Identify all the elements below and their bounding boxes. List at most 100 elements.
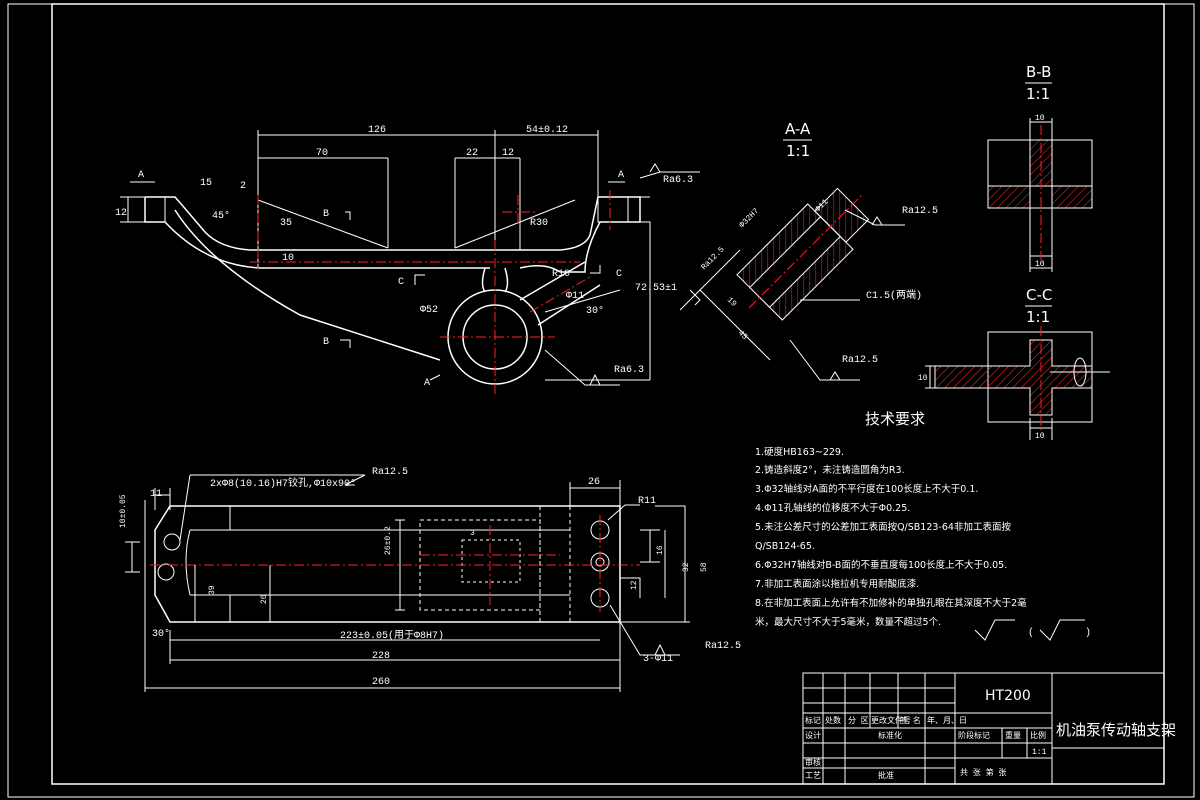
label-c2: C — [616, 269, 622, 280]
dim-45deg: 45° — [212, 210, 230, 222]
aa-c15: C1.5(两端) — [866, 288, 922, 302]
plan-d30deg: 30° — [152, 628, 170, 640]
plan-d10: 10±0.05 — [119, 494, 128, 528]
roughness-symbol — [974, 619, 1015, 641]
dim-54: 54±0.12 — [526, 125, 568, 136]
tb-qty: 处数 — [825, 715, 841, 726]
section-aa-label: A-A — [785, 120, 811, 138]
plan-holes: 3-Φ11 — [643, 654, 673, 665]
ra-6-3-bottom: Ra6.3 — [614, 365, 644, 376]
tech-item-7: 7.非加工表面涂以拖拉机专用耐酸底漆. — [755, 578, 919, 590]
tb-std: 标准化 — [878, 730, 902, 741]
plan-d16: 16 — [656, 545, 665, 555]
tb-date: 年、月、日 — [927, 715, 967, 726]
tb-review: 审核 — [805, 757, 821, 768]
section-cc-label: C-C — [1026, 286, 1052, 304]
ra-6-3-top: Ra6.3 — [663, 175, 693, 186]
dim-2: 2 — [240, 181, 246, 192]
bb-d10-top: 10 — [1035, 114, 1045, 123]
cc-d10-left: 10 — [918, 374, 928, 383]
dim-12a: 12 — [502, 148, 514, 159]
plan-view: 2xΦ8(10.16)H7铰孔,Φ10x90° Ra12.5 11 10±0.0… — [119, 467, 741, 692]
dim-30deg: 30° — [586, 305, 604, 317]
tech-item-1: 1.硬度HB163~229. — [755, 446, 844, 458]
label-a1: A — [138, 170, 144, 181]
plan-d228: 228 — [372, 651, 390, 662]
tb-scale: 1:1 — [1032, 748, 1047, 757]
plan-d3: 3 — [470, 529, 475, 538]
aa-ra-1: Ra12.5 — [902, 206, 938, 217]
tb-ratio: 比例 — [1030, 730, 1046, 741]
tech-heading: 技术要求 — [865, 410, 925, 428]
section-cc-view: C-C 1:1 10 10 — [918, 286, 1110, 441]
paren-open: ( — [1028, 627, 1034, 639]
tech-item-8b: 米，最大尺寸不大于5毫米，数量不超过5个. — [755, 616, 941, 628]
dim-22: 22 — [466, 148, 478, 159]
technical-requirements: 技术要求 1.硬度HB163~229. 2.铸造斜度2°，未注铸造圆角为R3. … — [755, 410, 1091, 641]
plan-note: 2xΦ8(10.16)H7铰孔,Φ10x90° — [210, 476, 356, 490]
plan-d11: 11 — [150, 489, 162, 500]
tb-stage: 阶段标记 — [958, 730, 990, 741]
dim-72-53: 72.53±1 — [635, 283, 677, 294]
label-a3: A — [424, 378, 430, 389]
tech-item-5: 5.未注公差尺寸的公差加工表面按Q/SB123-64非加工表面按 — [755, 521, 1011, 533]
tech-item-8: 8.在非加工表面上允许有不加修补的单独孔眼在其深度不大于2毫 — [755, 597, 1027, 609]
aa-phi32: Φ32H7 — [738, 207, 761, 230]
section-aa-view: A-A 1:1 Φ32H7 Φ11 Ra12.5 Ra12.5 Ra12.5 1… — [679, 120, 938, 381]
plan-d32: 32 — [682, 562, 691, 572]
tech-item-3: 3.Φ32轴线对A面的不平行度在100长度上不大于0.1. — [755, 483, 978, 495]
dim-35: 35 — [280, 218, 292, 229]
section-cc-scale: 1:1 — [1026, 308, 1050, 326]
tech-item-6: 6.Φ32H7轴线对B-B面的不垂直度每100长度上不大于0.05. — [755, 559, 1007, 571]
label-b2: B — [323, 337, 329, 348]
tb-sheets: 共 张 第 张 — [960, 767, 1006, 778]
dim-126: 126 — [368, 125, 386, 136]
label-b1: B — [323, 209, 329, 220]
tb-weight: 重量 — [1005, 730, 1021, 741]
dim-12b: 12 — [115, 208, 127, 219]
section-aa-scale: 1:1 — [786, 142, 810, 160]
plan-d262: 26±0.2 — [384, 526, 393, 555]
aa-d45: 45 — [736, 329, 749, 342]
dim-15: 15 — [200, 178, 212, 189]
plan-d39: 39 — [208, 585, 217, 595]
paren-close: ) — [1085, 627, 1091, 639]
aa-d19: 19 — [725, 296, 738, 309]
plan-ra-bottom: Ra12.5 — [705, 641, 741, 652]
plan-d12: 12 — [630, 580, 639, 590]
drawing-title: 机油泵传动轴支架 — [1056, 721, 1176, 739]
aa-ra-3: Ra12.5 — [842, 355, 878, 366]
tb-design: 设计 — [805, 730, 821, 741]
plan-d260: 260 — [372, 677, 390, 688]
dim-phi11: Φ11 — [566, 291, 584, 302]
outer-border — [7, 3, 1195, 798]
plan-d20: 20 — [260, 594, 269, 604]
tb-doc: 更改文件号 — [871, 715, 911, 726]
section-bb-view: B-B 1:1 10 10 — [987, 63, 1093, 272]
label-c1: C — [398, 277, 404, 288]
front-view — [120, 130, 700, 395]
title-block: HT200 机油泵传动轴支架 标记 处数 分 区 更改文件号 签 名 年、月、日… — [802, 672, 1176, 785]
plan-r11: R11 — [638, 496, 656, 507]
plan-d223: 223±0.05(用于Φ8H7) — [340, 630, 444, 642]
tb-sign: 签 名 — [900, 715, 921, 726]
dim-phi52: Φ52 — [420, 305, 438, 316]
tech-item-5b: Q/SB124-65. — [755, 541, 815, 552]
tb-approve: 批准 — [878, 770, 894, 781]
plan-ra-top: Ra12.5 — [372, 467, 408, 478]
dim-70: 70 — [316, 148, 328, 159]
material: HT200 — [985, 688, 1031, 704]
dim-r10: R10 — [552, 269, 570, 280]
plan-d26: 26 — [588, 477, 600, 488]
dim-10: 10 — [282, 253, 294, 264]
tb-zone: 分 区 — [848, 716, 869, 726]
tech-item-2: 2.铸造斜度2°，未注铸造圆角为R3. — [755, 464, 905, 476]
label-a2: A — [618, 170, 624, 181]
dim-r30: R30 — [530, 218, 548, 229]
tech-item-4: 4.Φ11孔轴线的位移度不大于Φ0.25. — [755, 502, 910, 514]
tb-mark: 标记 — [805, 715, 821, 726]
tb-process: 工艺 — [805, 771, 821, 781]
section-bb-label: B-B — [1026, 63, 1051, 81]
plan-d58: 58 — [700, 562, 709, 572]
